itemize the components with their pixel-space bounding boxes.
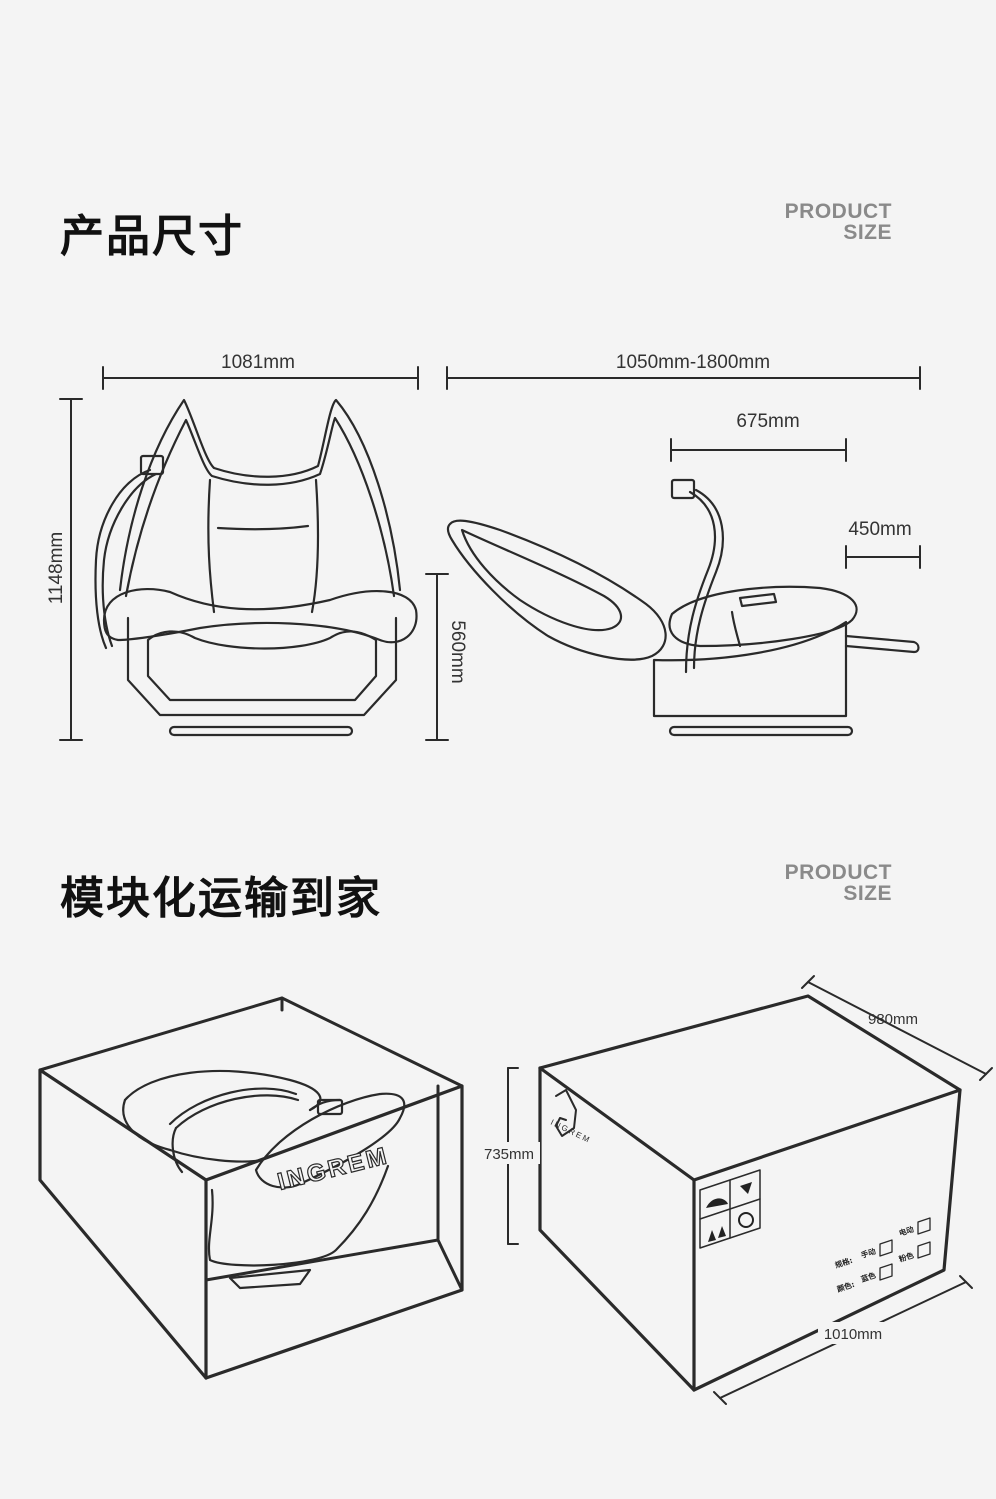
manual-checkbox <box>879 1239 893 1257</box>
section-tag-size: PRODUCT SIZE <box>785 201 892 243</box>
brand-text-closed-box: INGREM <box>549 1118 592 1145</box>
closed-box: INGREM 规格: 手动 电动 <box>538 994 962 1392</box>
caution-icons <box>699 1169 761 1249</box>
dim-label: 980mm <box>868 1011 918 1028</box>
dim-box-height: 735mm <box>478 1067 540 1245</box>
spec-label: 规格: <box>834 1255 854 1270</box>
dim-label: 560mm <box>447 620 468 683</box>
this-side-up-icon <box>708 1226 726 1242</box>
dim-side-upper: 675mm <box>670 411 847 462</box>
chair-front-view <box>94 398 418 737</box>
electric-checkbox <box>917 1217 931 1235</box>
chair-side-view <box>446 478 920 737</box>
electric-label: 电动 <box>898 1224 916 1238</box>
dim-front-height: 1148mm <box>46 398 83 741</box>
manual-label: 手动 <box>860 1246 878 1260</box>
dim-box-width: 1010mm <box>713 1275 973 1405</box>
pink-label: 粉色 <box>898 1250 916 1264</box>
section-title-size: 产品尺寸 <box>60 211 244 262</box>
dim-front-width: 1081mm <box>102 352 419 390</box>
blue-checkbox <box>879 1263 893 1281</box>
blue-label: 蓝色 <box>860 1270 878 1284</box>
recycle-icon <box>738 1212 754 1228</box>
dim-side-footrest: 450mm <box>845 519 921 569</box>
section-tag-shipping: PRODUCT SIZE <box>785 862 892 904</box>
dim-side-length: 1050mm-1800mm <box>446 352 921 390</box>
tag-line-2: SIZE <box>843 221 892 244</box>
dim-seat-height: 560mm <box>425 573 468 741</box>
glass-icon <box>740 1182 752 1194</box>
open-box: INGREM <box>38 996 464 1380</box>
dim-box-depth: 980mm <box>801 975 993 1081</box>
color-label: 颜色: <box>836 1279 856 1294</box>
dim-label: 1081mm <box>221 352 295 373</box>
tag-line-1: PRODUCT <box>784 861 892 884</box>
dim-label: 450mm <box>848 519 911 540</box>
dim-label: 735mm <box>484 1146 534 1163</box>
dim-label: 675mm <box>736 411 799 432</box>
dim-label: 1050mm-1800mm <box>616 352 770 373</box>
dim-label: 1148mm <box>46 532 67 605</box>
pink-checkbox <box>917 1241 931 1259</box>
umbrella-icon <box>706 1198 728 1208</box>
brand-text-open-box: INGREM <box>275 1142 392 1196</box>
tag-line-2: SIZE <box>843 882 892 905</box>
tag-line-1: PRODUCT <box>784 200 892 223</box>
section-title-shipping: 模块化运输到家 <box>60 873 382 924</box>
dim-label: 1010mm <box>824 1326 882 1343</box>
